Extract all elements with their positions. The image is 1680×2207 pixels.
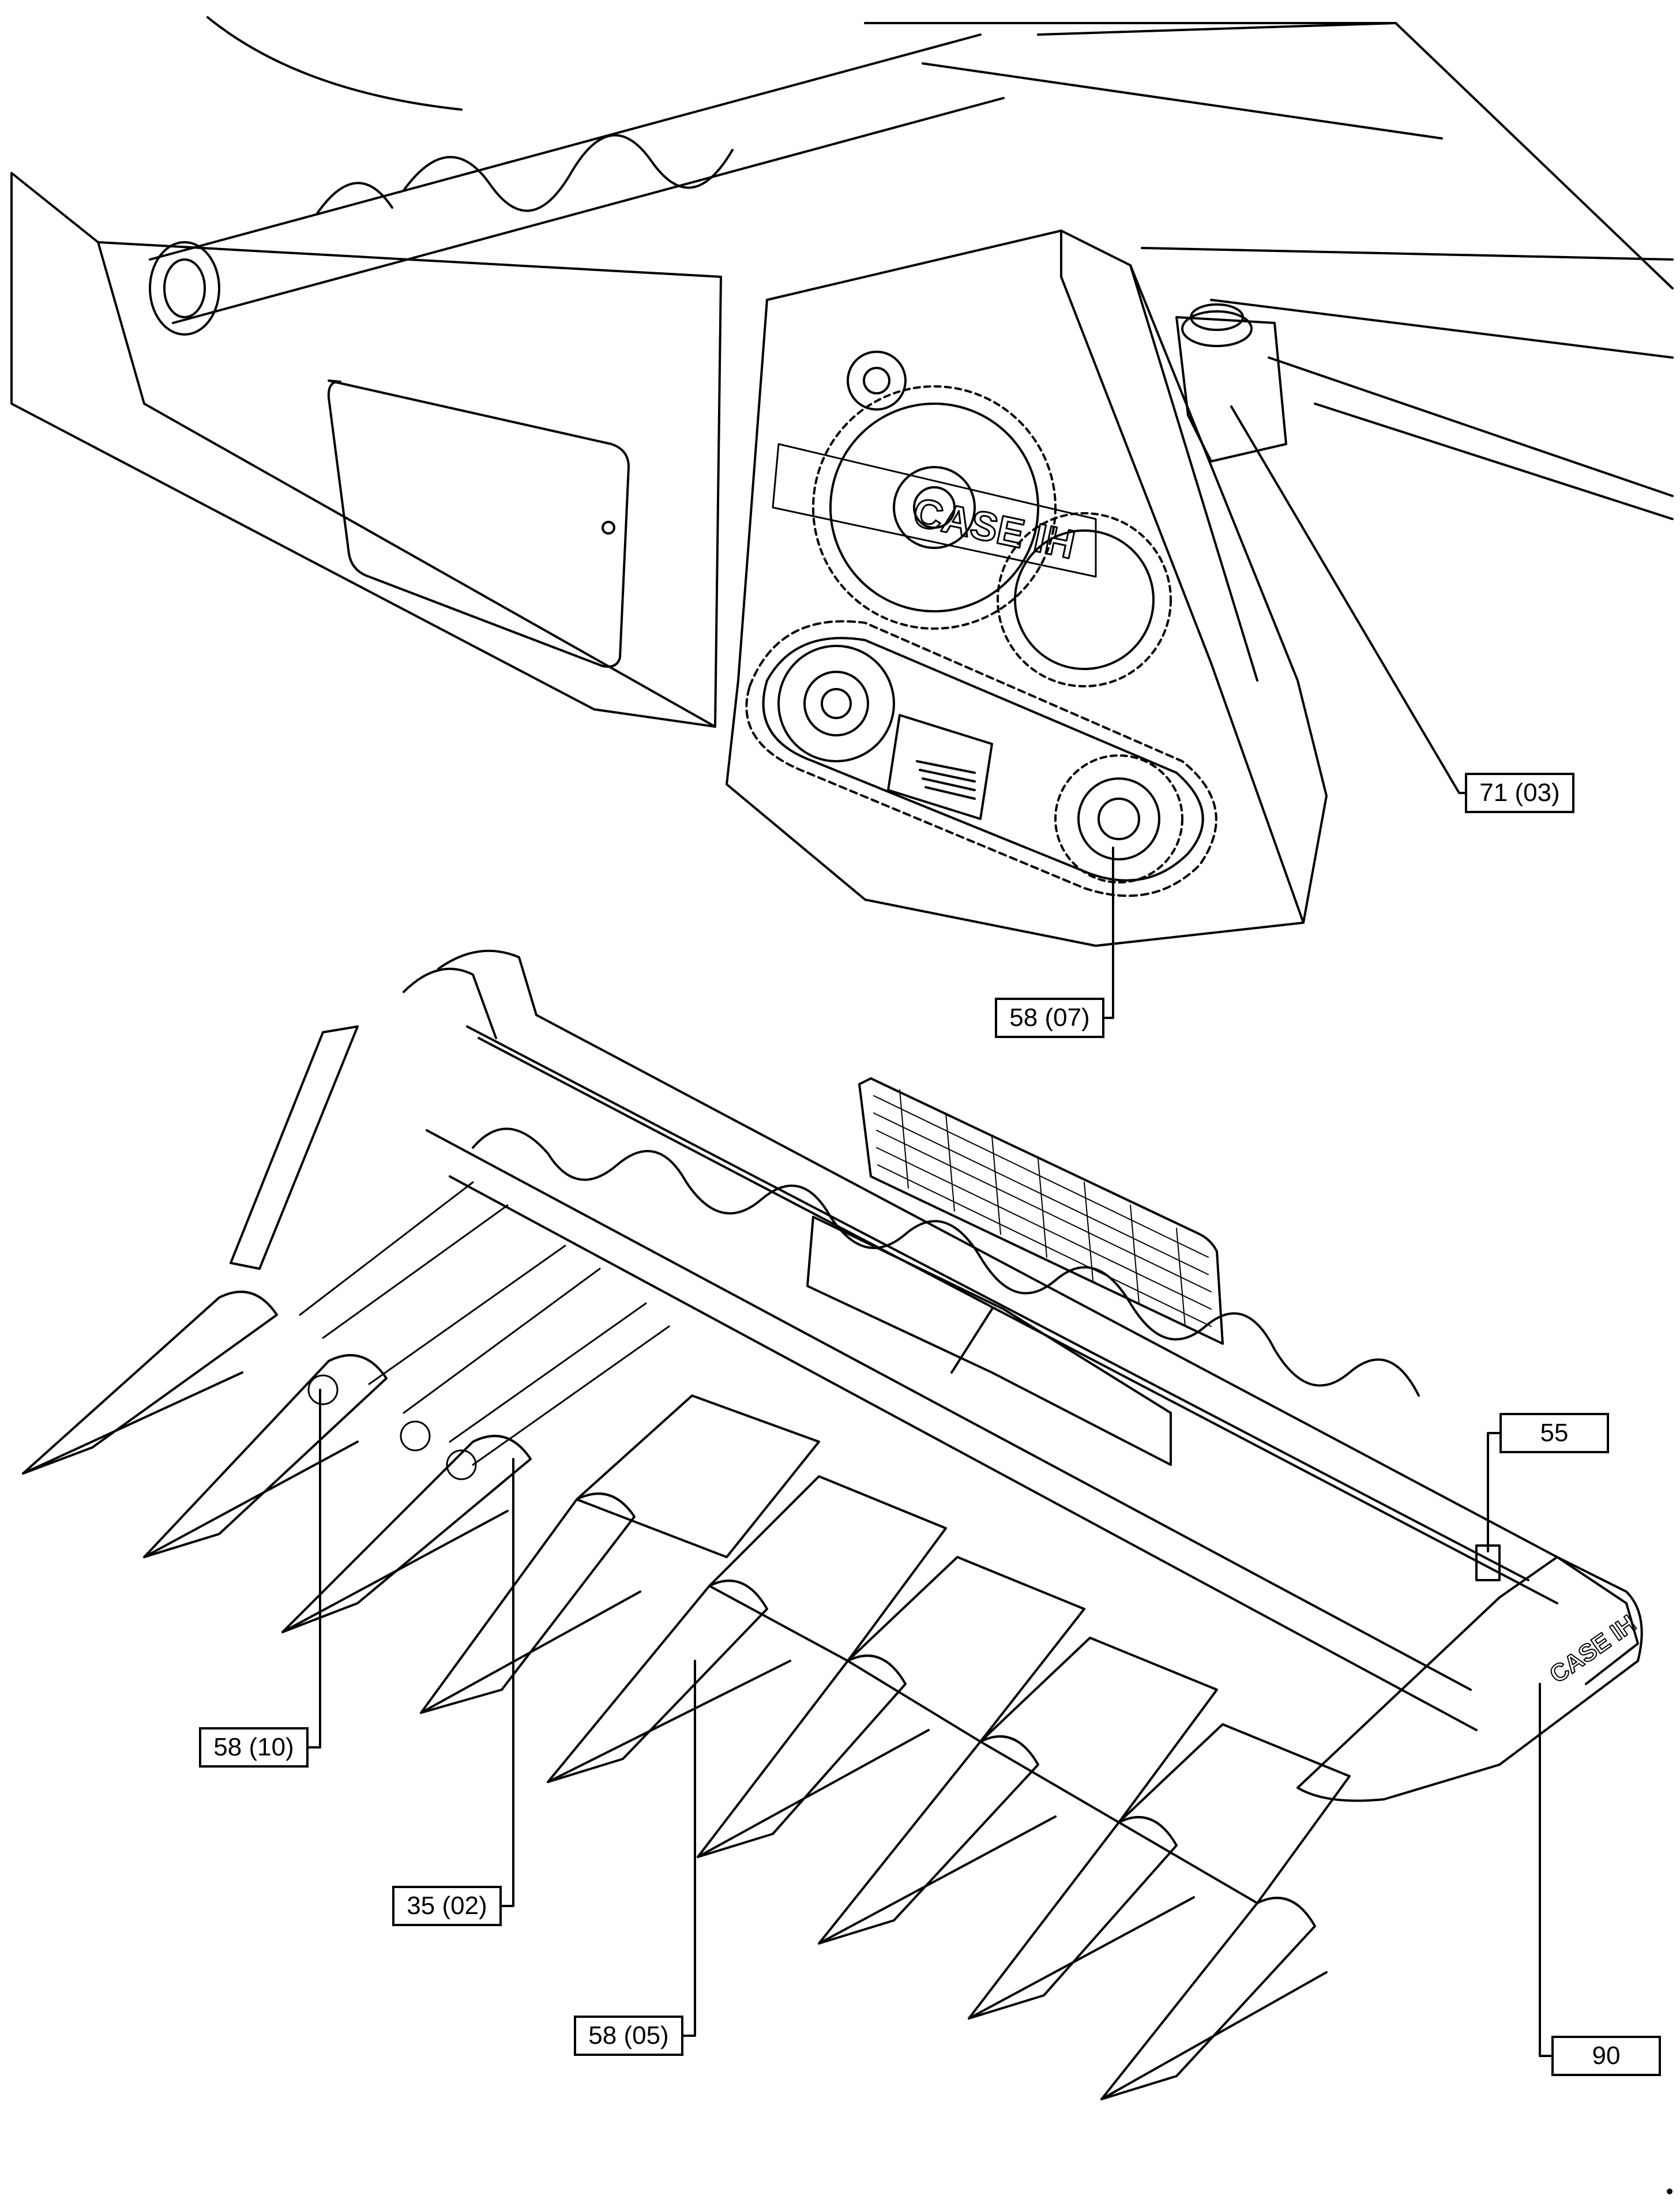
center-shield	[806, 1216, 1172, 1466]
leader-35-02	[501, 1458, 514, 1907]
corner-mark	[1667, 2189, 1673, 2194]
oil-reservoir	[1175, 316, 1287, 463]
left-end-divider	[230, 1025, 359, 1270]
cross-auger	[426, 1127, 1478, 1731]
leader-58-05	[682, 1660, 696, 2037]
feeder-housing	[10, 172, 722, 728]
callout-35-02: 35 (02)	[392, 1886, 502, 1926]
lower-chain-drive	[745, 620, 1217, 897]
bracket-55	[1475, 1544, 1501, 1581]
callout-55: 55	[1499, 1413, 1609, 1453]
upper-view-gearbox-assembly: CASE IH	[10, 16, 1674, 1019]
gearbox-cover	[726, 230, 1328, 947]
header-back-frame	[437, 949, 1639, 1685]
leader-58-10	[307, 1389, 321, 1749]
upper-sprocket	[812, 351, 1172, 687]
rear-grille	[858, 1077, 1224, 1345]
leader-55	[1487, 1432, 1501, 1552]
callout-58-07: 58 (07)	[995, 998, 1104, 1038]
callout-71-03: 71 (03)	[1465, 773, 1574, 813]
leader-71-03	[1230, 405, 1466, 794]
row-hoods	[576, 1394, 1351, 1904]
svg-text:CASE IH: CASE IH	[1544, 1610, 1641, 1688]
lower-view-corn-header: CASE IH	[22, 949, 1643, 2100]
gathering-chains	[299, 1181, 670, 1480]
tensioner-spring	[887, 714, 993, 820]
inspection-panel	[327, 379, 630, 668]
callout-58-05: 58 (05)	[574, 2016, 683, 2056]
auger-tube	[149, 33, 1005, 324]
leader-90	[1539, 1683, 1553, 2057]
leader-58-07	[1103, 847, 1114, 1019]
right-end-shield	[1296, 1556, 1643, 1802]
case-ih-logo-header-end: CASE IH	[1544, 1609, 1641, 1689]
callout-58-10: 58 (10)	[199, 1727, 309, 1768]
snouts	[22, 1291, 1328, 2100]
callout-90: 90	[1551, 2036, 1661, 2076]
